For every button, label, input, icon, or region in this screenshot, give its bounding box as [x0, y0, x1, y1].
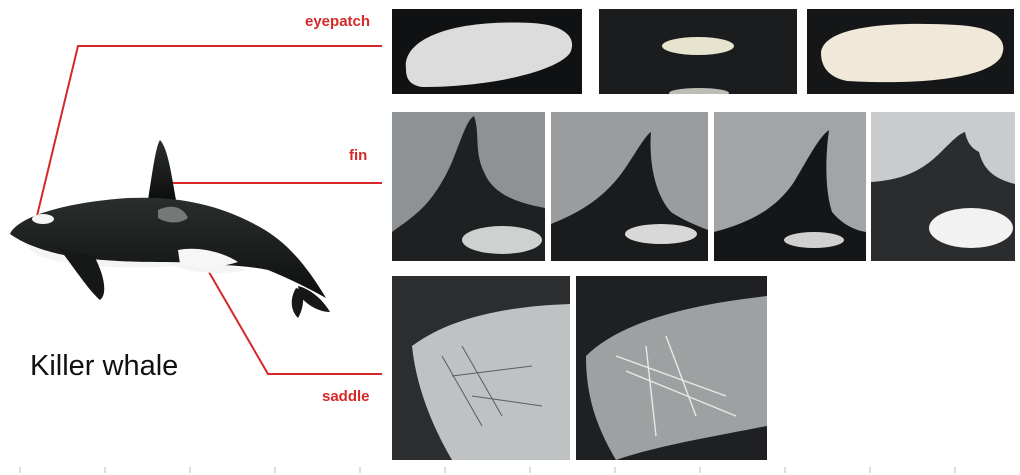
eyepatch-photo-3	[807, 9, 1014, 94]
saddle-label: saddle	[322, 388, 370, 405]
killer-whale-illustration	[8, 138, 348, 328]
fin-photo-3	[714, 112, 866, 261]
bottom-tick-strip	[0, 462, 1020, 475]
fin-label: fin	[349, 147, 367, 164]
saddle-photo-2	[576, 276, 767, 460]
fin-photo-2	[551, 112, 708, 261]
saddle-photo-1	[392, 276, 570, 460]
eyepatch-photo-2	[599, 9, 797, 94]
eyepatch-label: eyepatch	[305, 13, 370, 30]
killer-whale-caption: Killer whale	[30, 350, 178, 383]
fin-photo-1	[392, 112, 545, 261]
eyepatch-photo-1	[392, 9, 582, 94]
fin-photo-4	[871, 112, 1015, 261]
